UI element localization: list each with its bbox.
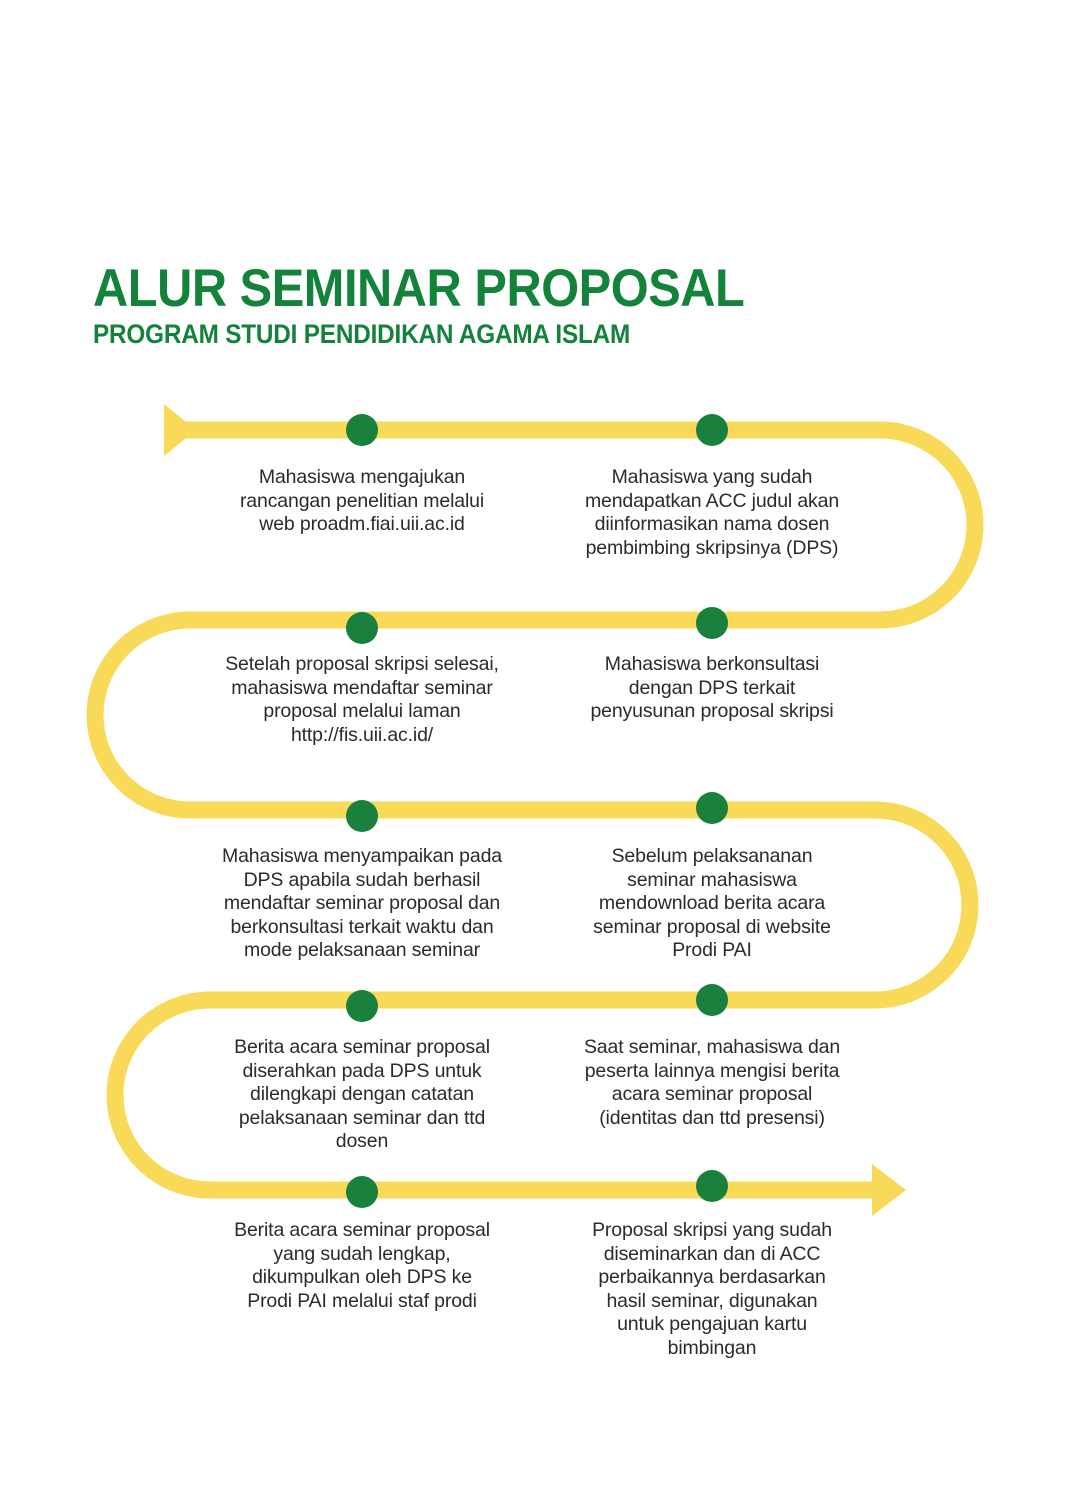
step-text-5: Mahasiswa menyampaikan pada DPS apabila … (222, 845, 502, 961)
step-text-3: Mahasiswa berkonsultasi dengan DPS terka… (590, 653, 834, 722)
flow-start-arrow-icon (164, 404, 196, 456)
flow-node-5 (346, 800, 378, 832)
flow-node-6 (696, 792, 728, 824)
flow-node-3 (696, 607, 728, 639)
page-title: ALUR SEMINAR PROPOSAL (93, 259, 745, 318)
step-text-10: Proposal skripsi yang sudah diseminarkan… (592, 1219, 832, 1359)
flow-end-arrow-icon (872, 1164, 906, 1216)
step-text-9: Berita acara seminar proposal yang sudah… (234, 1219, 490, 1312)
flow-node-9 (346, 1176, 378, 1208)
flow-node-2 (696, 414, 728, 446)
step-text-6: Sebelum pelaksananan seminar mahasiswa m… (593, 845, 831, 961)
step-text-8: Berita acara seminar proposal diserahkan… (234, 1036, 490, 1152)
flow-node-7 (696, 984, 728, 1016)
step-text-2: Mahasiswa yang sudah mendapatkan ACC jud… (584, 466, 840, 559)
step-text-1: Mahasiswa mengajukan rancangan penelitia… (239, 466, 485, 535)
step-text-4: Setelah proposal skripsi selesai, mahasi… (225, 653, 499, 746)
flow-node-1 (346, 414, 378, 446)
flow-node-4 (346, 612, 378, 644)
heading-block: ALUR SEMINAR PROPOSAL PROGRAM STUDI PEND… (93, 259, 893, 350)
flow-node-10 (696, 1170, 728, 1202)
step-text-7: Saat seminar, mahasiswa dan peserta lain… (583, 1036, 841, 1129)
page-subtitle: PROGRAM STUDI PENDIDIKAN AGAMA ISLAM (93, 319, 631, 349)
flow-node-8 (346, 990, 378, 1022)
